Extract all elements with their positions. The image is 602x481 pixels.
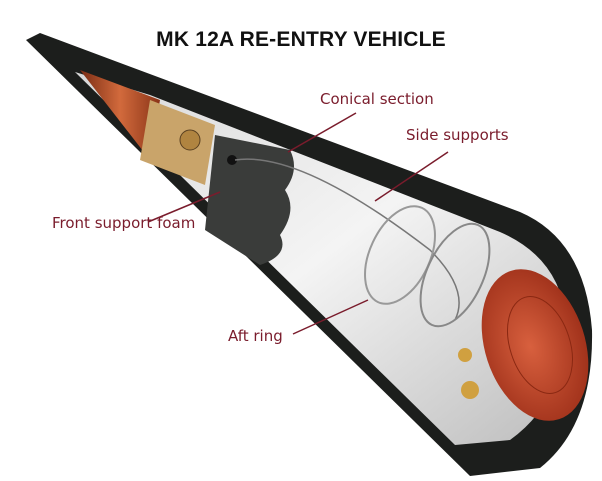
label-conical-section: Conical section	[320, 90, 434, 108]
leader-conical-section	[287, 112, 357, 153]
brass-fitting	[461, 381, 479, 399]
fitting	[179, 129, 201, 151]
label-front-support-foam: Front support foam	[52, 214, 196, 232]
label-side-supports: Side supports	[406, 126, 509, 144]
nose-copper-section	[80, 70, 160, 160]
heatshield-ring	[507, 296, 573, 394]
wire	[234, 158, 460, 321]
nose-hardware	[140, 100, 215, 185]
aft-heatshield	[481, 269, 589, 421]
leader-side-supports	[374, 151, 449, 202]
front-support-foam	[205, 135, 294, 265]
leader-aft-ring	[292, 299, 369, 335]
foam-hole	[227, 155, 237, 165]
inner-ring	[419, 222, 491, 328]
brass-fitting	[458, 348, 472, 362]
diagram-title: MK 12A RE-ENTRY VEHICLE	[156, 28, 446, 51]
label-aft-ring: Aft ring	[228, 327, 283, 345]
leader-front-support-foam	[147, 191, 221, 223]
